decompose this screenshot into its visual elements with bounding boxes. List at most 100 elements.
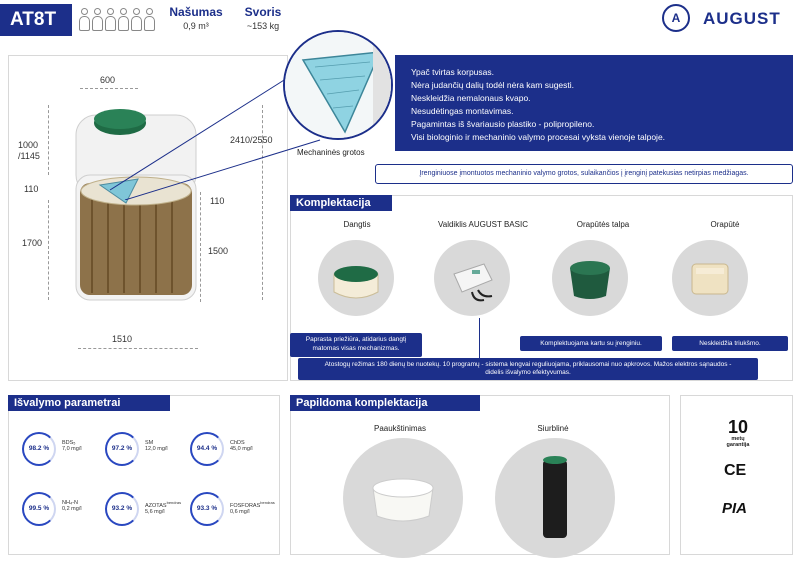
dim-total: 2410/2550 [230,135,273,145]
param-label: NH₄-N 0,2 mg/l [62,500,112,512]
params-title: Išvalymo parametrai [8,395,170,411]
dim-1700: 1700 [22,238,43,248]
param-name: AZOTAS [145,502,167,509]
gauge-fosforas: 93.3 % [190,492,224,526]
param-label: SM 12,0 mg/l [145,440,195,452]
warranty-years: 10 [727,417,749,437]
brand-name: AUGUST [703,9,781,28]
kit-item-image [672,240,748,316]
param-name: FOSFORAS [230,502,261,509]
capacity-spec: Našumas 0,9 m³ [160,5,232,31]
gauge-percent: 99.5 % [28,505,50,512]
param-name: NH₄-N [62,500,78,506]
param-sup: bendras [166,500,182,505]
dim-bottom: 1510 [112,334,133,344]
tank-illustration [75,109,197,301]
mechanical-grid-detail-icon [285,32,391,138]
gauge-azotas: 93.2 % [105,492,139,526]
mechanical-grid-icon [98,178,139,204]
extra-title: Papildoma komplektacija [290,395,480,411]
grid-note: Įrenginiuose įmontuotos mechaninio valym… [375,164,793,184]
callout-lid: Paprasta priežiūra, atidarius dangtį mat… [290,333,422,357]
feature-item: Ypač tvirtas korpusas. [411,67,494,77]
zoom-connector [109,69,321,200]
params-panel [8,395,280,555]
feature-item: Nesudėtingas montavimas. [411,106,514,116]
people-capacity-icons [78,8,155,32]
gauge-chds: 94.4 % [190,432,224,466]
warranty-label: metų [731,436,745,442]
param-value: 12,0 mg/l [145,446,168,452]
param-value: 7,0 mg/l [62,446,82,452]
person-icon [91,8,103,32]
gauge-percent: 97.2 % [111,445,133,452]
gauge-nh4n: 99.5 % [22,492,56,526]
dim-line [48,105,49,175]
param-sup: bendras [260,500,275,505]
riser-icon [372,478,434,522]
extra-item-image [495,438,615,558]
pump-station-icon [543,456,567,538]
warranty-badge: 10 metų garantija [718,418,758,448]
param-label: ChDS 45,0 mg/l [230,440,280,452]
extra-item-name: Paaukštinimas [373,424,427,433]
dim-width: 600 [100,75,116,85]
zoom-caption: Mechaninės grotos [297,148,365,157]
pia-certification-icon: PIA [722,500,748,517]
dim-110-left: 110 [24,184,39,194]
feature-item: Neskleidžia nemalonaus kvapo. [411,93,531,103]
param-value: 45,0 mg/l [230,446,253,452]
gauge-bds5: 98.2 % [22,432,56,466]
kit-item-name: Orapūtė [710,220,740,229]
dim-110-right: 110 [210,196,225,206]
kit-item-image [434,240,510,316]
model-code: AT8T [10,9,57,30]
blower-housing-icon [570,261,610,299]
gauge-percent: 93.3 % [196,505,218,512]
param-value: 5,6 mg/l [145,508,165,515]
certificates-panel [680,395,793,555]
feature-item: Nėra judančių dalių todėl nėra kam suges… [411,80,575,90]
warranty-label: garantija [726,442,750,448]
param-name: BDS₅ [62,440,76,446]
capacity-value: 0,9 m³ [183,21,209,31]
param-value: 0,2 mg/l [62,506,82,512]
weight-label: Svoris [244,5,282,19]
person-icon [143,8,155,32]
kit-title: Komplektacija [290,195,392,211]
param-name: ChDS [230,440,245,446]
brand-mark: A [671,11,681,25]
param-label: AZOTASbendras 5,6 mg/l [145,500,195,515]
dim-line [200,192,201,302]
weight-spec: Svoris ~153 kg [234,5,292,31]
extra-item-image [343,438,463,558]
person-icon [104,8,116,32]
gauge-sm: 97.2 % [105,432,139,466]
capacity-label: Našumas [169,5,223,19]
dim-line [262,105,263,300]
ce-mark-icon: CE [724,462,747,479]
person-icon [78,8,90,32]
air-blower-icon [691,263,729,295]
callout-controller: Atostogų režimas 180 dienų be nuotekų. 1… [298,358,758,380]
feature-item: Pagamintas iš švariausio plastiko - poli… [411,119,595,129]
kit-item-image [552,240,628,316]
gauge-percent: 94.4 % [196,445,218,452]
brand-logo-icon: A [662,4,690,32]
kit-item-image [318,240,394,316]
controller-icon [453,263,493,302]
kit-item-name: Orapūtės talpa [576,220,630,229]
weight-value: ~153 kg [246,21,280,31]
param-label: FOSFORASbendras 0,6 mg/l [230,500,280,515]
kit-item-name: Dangtis [343,220,371,229]
lid-icon [333,266,379,299]
kit-item-name: Valdiklis AUGUST BASIC [438,220,528,229]
dim-top-height: 1000 /1145 [18,140,40,161]
person-icon [130,8,142,32]
features-box: Ypač tvirtas korpusas. Nėra judančių dal… [395,55,793,151]
gauge-percent: 93.2 % [111,505,133,512]
callout-leader-line [479,318,480,358]
gauge-percent: 98.2 % [28,445,50,452]
callout-housing: Komplektuojama kartu su įrenginiu. [520,336,662,351]
dim-line [48,200,49,300]
